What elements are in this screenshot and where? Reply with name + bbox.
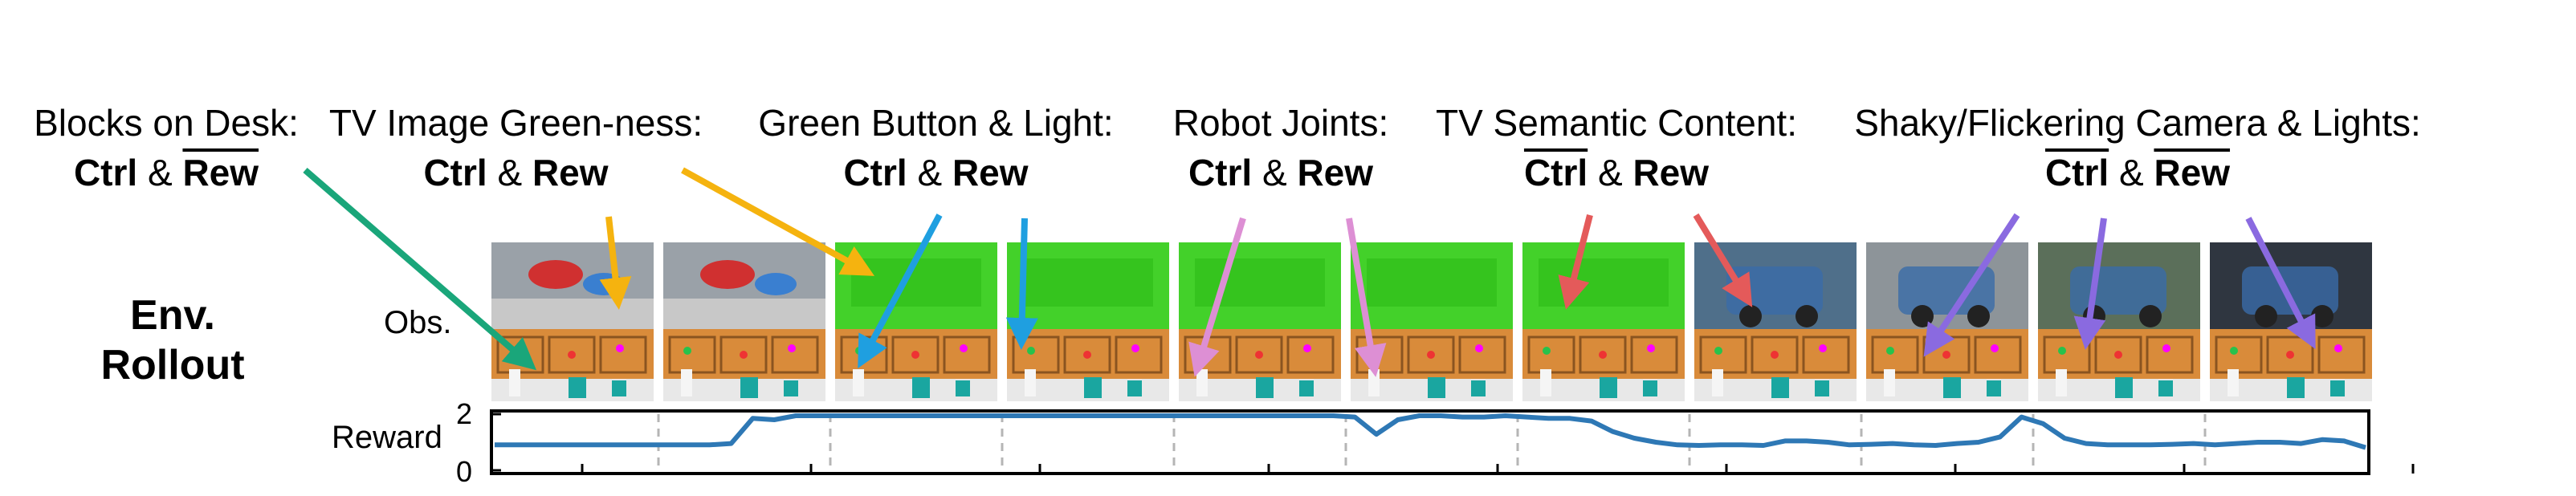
env-rollout-title: Env. Rollout — [100, 292, 245, 388]
arrow-red — [1693, 213, 1753, 307]
arrow-yellow — [681, 167, 875, 276]
arrow-purple — [1923, 213, 2020, 357]
arrow-blue — [1005, 218, 1038, 350]
obs-frame — [1694, 242, 1857, 401]
reward-ytick-2: 2 — [456, 397, 473, 430]
obs-row-label: Obs. — [384, 305, 452, 340]
arrow-blue — [858, 213, 943, 369]
obs-frame — [1522, 242, 1685, 401]
reward-ytick-0: 0 — [456, 455, 473, 488]
obs-frame — [2210, 242, 2372, 401]
obs-frame — [1351, 242, 1513, 401]
label-green-button-light: Green Button & Light: Ctrl & Rew — [758, 102, 1114, 193]
reward-series-line — [495, 413, 2366, 450]
obs-frame — [1007, 242, 1169, 401]
arrow-pink — [1346, 218, 1387, 377]
obs-frame — [1179, 242, 1341, 401]
arrow-red — [1558, 214, 1593, 310]
arrow-purple — [2073, 218, 2107, 350]
obs-frame — [663, 242, 825, 401]
arrow-green — [303, 167, 537, 371]
label-robot-joints: Robot Joints: Ctrl & Rew — [1172, 102, 1389, 193]
label-blocks-on-desk: Blocks on Desk: Ctrl & Rew — [34, 102, 299, 193]
arrow-yellow — [599, 216, 632, 310]
arrow-purple — [2245, 217, 2316, 350]
label-tv-semantic-content: TV Semantic Content: Ctrl & Rew — [1436, 102, 1797, 193]
obs-frame — [491, 242, 654, 401]
arrow-pink — [1188, 217, 1246, 377]
label-tv-image-greenness: TV Image Green-ness: Ctrl & Rew — [328, 102, 703, 193]
obs-frame — [2038, 242, 2200, 401]
reward-plot — [490, 409, 2415, 475]
label-shaky-flickering-camera-lights: Shaky/Flickering Camera & Lights: Ctrl &… — [1854, 102, 2421, 193]
reward-axis-label: Reward — [332, 420, 442, 455]
annotation-arrows — [303, 167, 2316, 377]
reward-axes-frame — [490, 409, 2370, 475]
